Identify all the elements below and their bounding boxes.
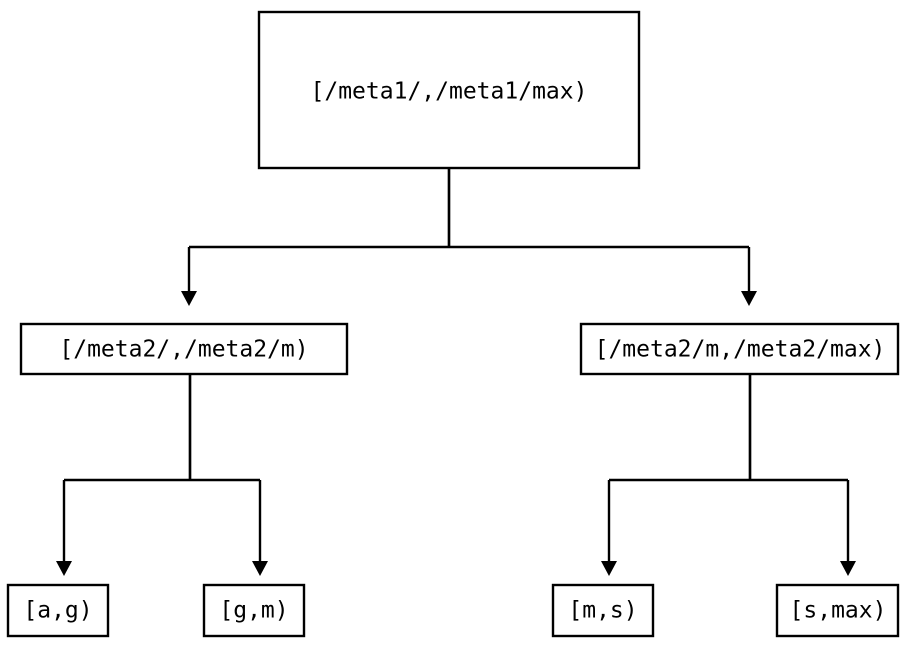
edge-mid-left-to-leaf-g-m bbox=[188, 374, 268, 576]
arrow-head-icon bbox=[181, 291, 197, 306]
arrow-head-icon bbox=[840, 561, 856, 576]
node-leaf-m-s[interactable]: [m,s) bbox=[551, 583, 655, 638]
node-box[interactable] bbox=[19, 322, 349, 376]
node-box[interactable] bbox=[257, 10, 641, 170]
node-box[interactable] bbox=[202, 583, 306, 638]
node-box[interactable] bbox=[6, 583, 110, 638]
edge-mid-left-to-leaf-a-g bbox=[56, 374, 192, 576]
edge-root-to-mid-right bbox=[447, 168, 757, 306]
node-label: [m,s) bbox=[568, 598, 637, 624]
node-leaf-a-g[interactable]: [a,g) bbox=[6, 583, 110, 638]
arrow-head-icon bbox=[741, 291, 757, 306]
node-box[interactable] bbox=[579, 322, 900, 376]
node-box[interactable] bbox=[775, 583, 900, 638]
arrow-head-icon bbox=[56, 561, 72, 576]
node-mid-left[interactable]: [/meta2/,/meta2/m) bbox=[19, 322, 349, 376]
node-label: [/meta1/,/meta1/max) bbox=[311, 79, 588, 105]
node-label: [/meta2/m,/meta2/max) bbox=[595, 337, 886, 363]
nodes-layer: [/meta1/,/meta1/max) [/meta2/,/meta2/m) [/… bbox=[6, 10, 900, 638]
node-box[interactable] bbox=[551, 583, 655, 638]
node-label: [/meta2/,/meta2/m) bbox=[59, 337, 308, 363]
node-label: [g,m) bbox=[219, 598, 288, 624]
node-label: [s,max) bbox=[790, 598, 887, 624]
node-root[interactable]: [/meta1/,/meta1/max) bbox=[257, 10, 641, 170]
node-leaf-g-m[interactable]: [g,m) bbox=[202, 583, 306, 638]
edges-layer bbox=[56, 168, 856, 576]
arrow-head-icon bbox=[601, 561, 617, 576]
edge-root-to-mid-left bbox=[181, 168, 451, 306]
node-mid-right[interactable]: [/meta2/m,/meta2/max) bbox=[579, 322, 900, 376]
edge-mid-right-to-leaf-s-max bbox=[748, 374, 856, 576]
node-label: [a,g) bbox=[23, 598, 92, 624]
node-leaf-s-max[interactable]: [s,max) bbox=[775, 583, 900, 638]
edge-mid-right-to-leaf-m-s bbox=[601, 374, 752, 576]
arrow-head-icon bbox=[252, 561, 268, 576]
